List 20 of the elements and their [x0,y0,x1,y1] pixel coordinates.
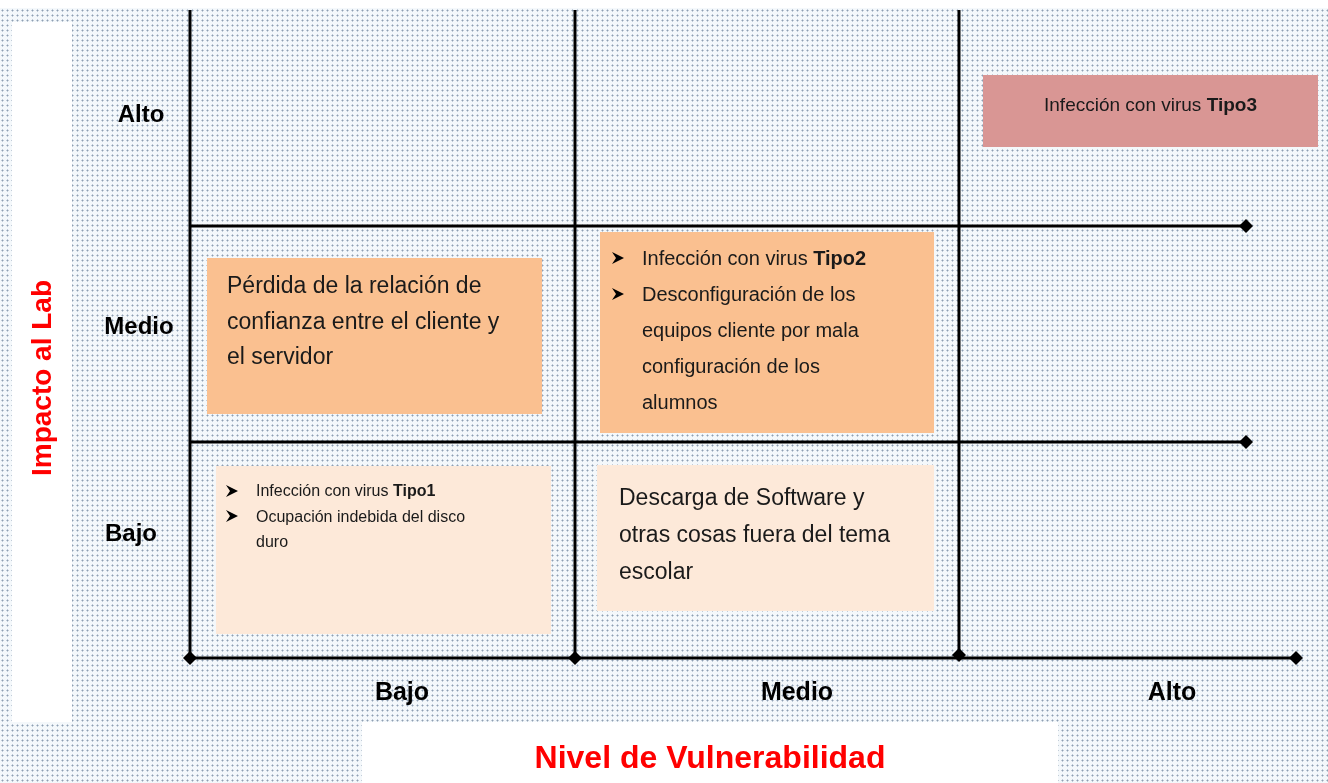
risk-box [983,75,1318,147]
bullet-text: Desconfiguración de los equipos cliente por mala configuración de los alumnos [642,282,860,415]
risk-box [600,232,934,433]
risk-box [216,466,551,634]
risk-box [597,465,934,611]
axis-level-label: Alto [1147,676,1197,706]
axis-title: Nivel de Vulnerabilidad [534,738,886,776]
risk-box [207,258,542,414]
bullet-text: Ocupación indebida del disco duro [256,506,467,553]
bullet-text: Infección con virus Tipo1 [256,481,436,501]
bullet-text: Infección con virus Tipo2 [642,246,867,271]
axis-level-label: Bajo [105,519,157,547]
axis-level-label: Alto [117,100,165,128]
axis-level-label: Medio [760,676,834,706]
box-text: Pérdida de la relación de confianza entre el cliente y el servidor [227,271,501,372]
box-text: Infección con virus Tipo3 [1043,93,1258,117]
axis-level-label: Bajo [374,676,430,706]
axis-title: Impacto al Lab [26,280,58,476]
axis-level-label: Medio [104,312,174,340]
box-text: Descarga de Software y otras cosas fuera del tema escolar [619,483,892,586]
